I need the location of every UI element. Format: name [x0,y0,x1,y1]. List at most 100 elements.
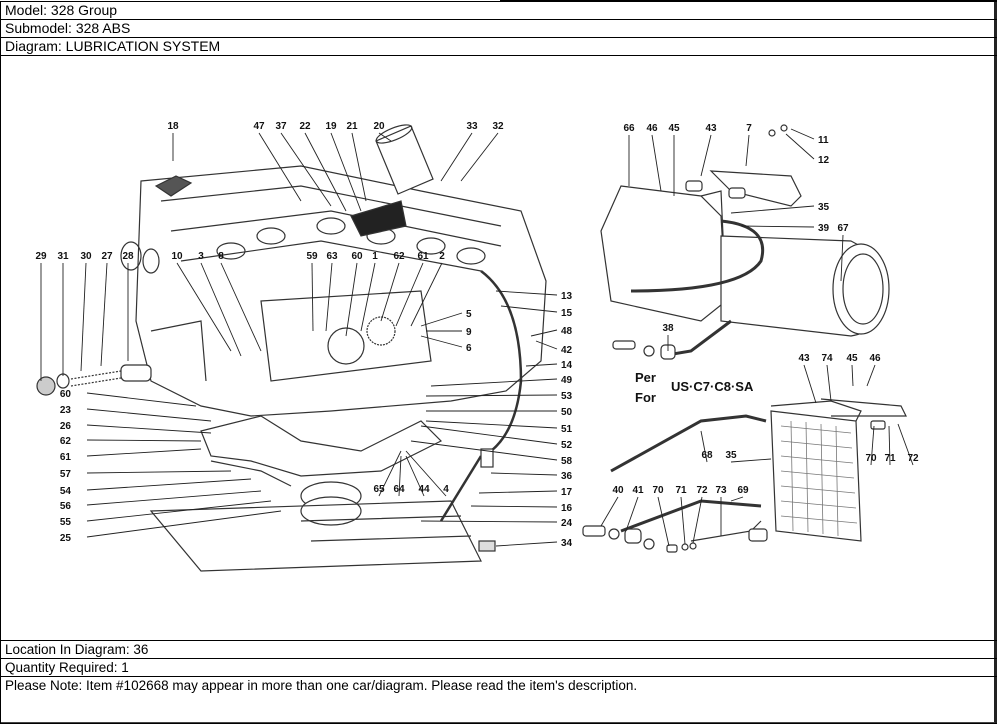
callout-72: 72 [897,423,919,466]
callout-label: 2 [439,251,445,262]
callout-14: 14 [525,360,573,371]
callout-67: 67 [837,223,849,282]
callout-70: 70 [865,425,877,466]
leader-line [86,490,262,506]
callout-60: 60 [60,389,197,407]
leader-line [730,496,744,502]
callout-5: 5 [420,309,472,327]
callout-29: 29 [35,251,47,381]
leader-line [325,262,333,332]
callout-label: 72 [696,485,708,496]
callout-label: 73 [715,485,727,496]
leader-line [840,234,844,282]
location-in-diagram: Location In Diagram: 36 [0,640,997,658]
leader-line [625,496,639,532]
callout-label: 33 [466,121,478,132]
callout-56: 56 [60,490,262,512]
callout-label: 45 [846,353,858,364]
callout-43: 43 [700,123,717,177]
callout-label: 65 [373,484,385,495]
callout-label: 67 [837,223,849,234]
leader-line [785,133,815,160]
callout-54: 54 [60,478,252,497]
callout-1: 1 [360,251,378,332]
leader-line [410,440,558,461]
leader-line [790,128,815,140]
callout-label: 56 [60,501,72,512]
callout-20: 20 [373,121,392,142]
leader-line [80,262,87,372]
callout-23: 23 [60,405,212,422]
callout-71: 71 [675,485,687,545]
callout-label: 45 [668,123,680,134]
leader-line [86,500,272,522]
callout-label: 52 [561,440,573,451]
callout-59: 59 [306,251,318,332]
callout-label: 71 [884,453,896,464]
leader-line [420,425,558,445]
callout-label: 44 [418,484,430,495]
leader-line [730,458,772,463]
leader-line [395,262,424,327]
callout-label: 60 [60,389,72,400]
callout-69: 69 [730,485,749,502]
callout-45: 45 [668,123,680,196]
callout-label: 42 [561,345,573,356]
callout-62: 62 [380,251,405,322]
callout-label: 43 [705,123,717,134]
callout-label: 9 [466,327,472,338]
callout-label: 3 [198,251,204,262]
callout-label: 35 [818,202,830,213]
callout-label: 40 [612,485,624,496]
leader-line [803,364,817,404]
callout-10: 10 [171,251,232,352]
callout-44: 44 [405,455,430,497]
callout-13: 13 [495,290,573,302]
callout-37: 37 [275,121,332,207]
leader-line [460,132,499,182]
callout-label: 49 [561,375,573,386]
leader-line [280,132,332,207]
variant-note-per: Per [635,370,656,385]
callout-61: 61 [60,448,202,463]
callout-15: 15 [500,305,573,319]
callout-label: 24 [561,518,573,529]
callout-33: 33 [440,121,478,182]
callout-label: 30 [80,251,92,262]
leader-line [700,430,708,463]
callout-47: 47 [253,121,302,202]
item-note: Please Note: Item #102668 may appear in … [0,676,997,724]
callout-label: 69 [737,485,749,496]
callout-label: 55 [60,517,72,528]
callout-label: 47 [253,121,265,132]
leader-line [425,420,558,429]
leader-line [600,496,619,527]
callout-label: 58 [561,456,573,467]
callout-52: 52 [420,425,573,451]
callout-label: 31 [57,251,69,262]
callout-48: 48 [530,326,573,337]
exploded-view-drawing: 1847372219212033322931302728103859636016… [35,121,919,572]
callout-label: 18 [167,121,179,132]
callout-label: 1 [372,251,378,262]
callout-41: 41 [625,485,644,532]
callout-36: 36 [490,471,573,482]
callout-label: 61 [417,251,429,262]
callout-label: 35 [725,450,737,461]
leader-line [304,132,347,212]
callout-label: 62 [60,436,72,447]
callout-label: 10 [171,251,183,262]
leader-line [500,305,558,313]
leader-line [530,329,558,337]
callout-9: 9 [426,327,472,338]
leader-line [657,496,670,547]
callout-label: 22 [299,121,311,132]
callout-55: 55 [60,500,272,528]
callout-65: 65 [373,450,402,497]
callout-label: 51 [561,424,573,435]
top-border [500,0,997,1]
leader-line [440,132,473,182]
callout-11: 11 [790,128,829,146]
variant-note-for: For [635,390,656,405]
callout-66: 66 [623,123,635,186]
